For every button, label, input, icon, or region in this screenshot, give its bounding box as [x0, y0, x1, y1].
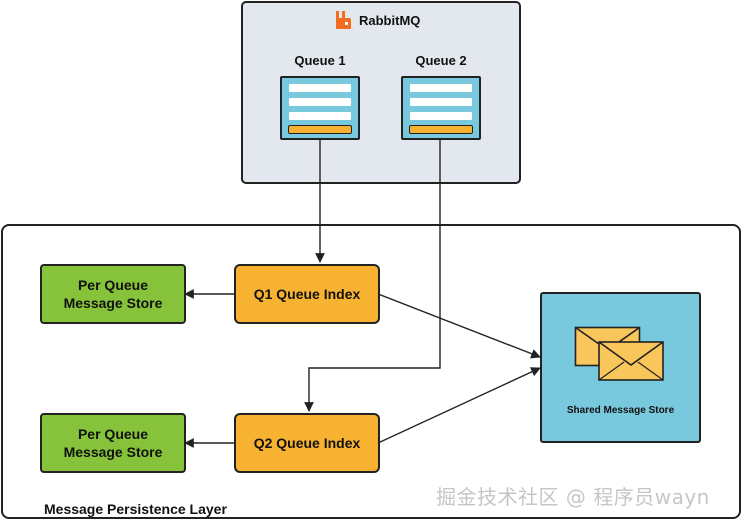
queue-2: [401, 76, 481, 140]
rabbitmq-header: RabbitMQ: [334, 9, 420, 31]
watermark: 掘金技术社区 @ 程序员wayn: [436, 485, 710, 509]
arrow-q2-index-to-shared: [377, 367, 541, 444]
rabbitmq-logo-icon: [336, 11, 351, 29]
rabbitmq-title: RabbitMQ: [359, 12, 421, 28]
q2-queue-index: Q2 Queue Index: [234, 413, 380, 473]
arrow-queue2-to-q2-index: [304, 140, 441, 412]
q1-queue-index: Q1 Queue Index: [234, 264, 380, 324]
envelope-icon: [574, 326, 664, 381]
queue-1-label: Queue 1: [294, 53, 346, 68]
queue-1: [280, 76, 360, 140]
queue-2-label: Queue 2: [415, 53, 467, 68]
shared-message-store-label: Shared Message Store: [566, 405, 675, 416]
arrow-q1-index-to-shared: [377, 293, 541, 359]
shared-message-store: [540, 292, 701, 443]
persistence-layer-label: Message Persistence Layer: [40, 501, 231, 517]
